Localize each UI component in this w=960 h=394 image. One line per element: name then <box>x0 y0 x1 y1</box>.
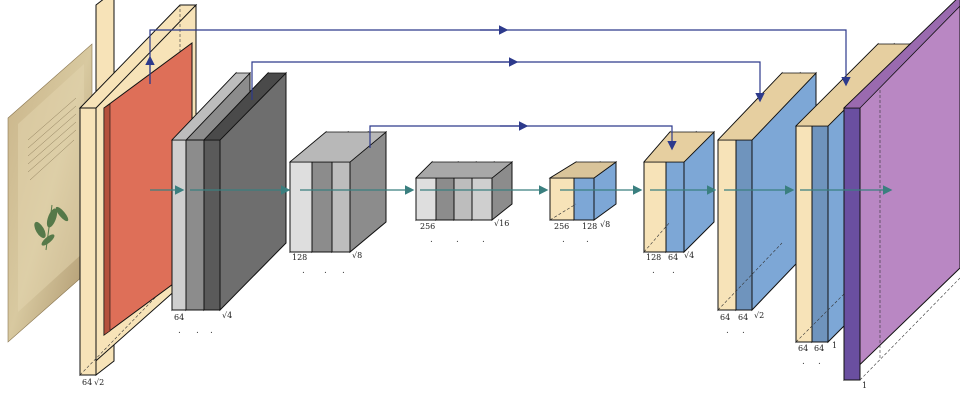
skip-arrow-inner <box>369 125 677 151</box>
enc2-ellipsis: . <box>324 266 327 276</box>
dec1-ellipsis: . <box>586 235 589 245</box>
dec2-ellipsis: . <box>672 266 675 276</box>
enc1-ellipsis: . <box>210 326 213 336</box>
skip-connections <box>145 25 851 151</box>
dec3-ellipsis: . <box>726 326 729 336</box>
enc1-channels-label: 64 <box>174 313 184 322</box>
dec4-channels-b-label: 64 <box>814 344 824 353</box>
input-image <box>7 43 93 343</box>
red-conv-layer <box>103 42 193 336</box>
encoder-block-2 <box>288 130 388 254</box>
dec3-channels-a-label: 64 <box>720 313 730 322</box>
enc2-ellipsis: . <box>342 266 345 276</box>
dec2-ellipsis: . <box>652 266 655 276</box>
dec1-ellipsis: . <box>562 235 565 245</box>
encoder-block-1 <box>171 71 287 312</box>
dec1-channels-a-label: 256 <box>554 222 569 231</box>
dec4-ellipsis: . <box>818 357 821 367</box>
dec3-scale-label: √2 <box>754 311 764 320</box>
enc1-scale-label: √4 <box>222 311 232 320</box>
enc2-ellipsis: . <box>302 266 305 276</box>
bottleneck-scale-label: √16 <box>494 219 509 228</box>
output-scale-label: 1 <box>862 381 867 390</box>
enc1-ellipsis: . <box>178 326 181 336</box>
dec2-channels-b-label: 64 <box>668 253 678 262</box>
skip-arrow-middle <box>251 61 765 103</box>
enc2-channels-label: 128 <box>292 253 307 262</box>
dec3-ellipsis: . <box>742 326 745 336</box>
dec2-channels-a-label: 128 <box>646 253 661 262</box>
skip-arrow-outer <box>149 29 851 87</box>
bottleneck-channels-label: 256 <box>420 222 435 231</box>
dec3-channels-b-label: 64 <box>738 313 748 322</box>
dimension-labels: 64 √2 64 √4 . . . 128 √8 . . . 256 √16 .… <box>82 219 867 390</box>
output-block <box>843 0 960 382</box>
enc2-scale-label: √8 <box>352 251 362 260</box>
bottleneck-block <box>415 160 514 222</box>
input-channels-label: 64 <box>82 378 92 387</box>
decoder-block-2 <box>643 130 715 254</box>
bottleneck-ellipsis: . <box>430 235 433 245</box>
dec1-scale-label: √8 <box>600 220 610 229</box>
input-scale-label: √2 <box>94 378 104 387</box>
enc1-ellipsis: . <box>196 326 199 336</box>
dec2-scale-label: √4 <box>684 251 694 260</box>
bottleneck-ellipsis: . <box>456 235 459 245</box>
dec4-ellipsis: . <box>802 357 805 367</box>
dec4-scale-label: 1 <box>832 341 837 350</box>
dec1-channels-b-label: 128 <box>582 222 597 231</box>
decoder-block-1 <box>548 161 618 221</box>
bottleneck-ellipsis: . <box>482 235 485 245</box>
dec4-channels-a-label: 64 <box>798 344 808 353</box>
